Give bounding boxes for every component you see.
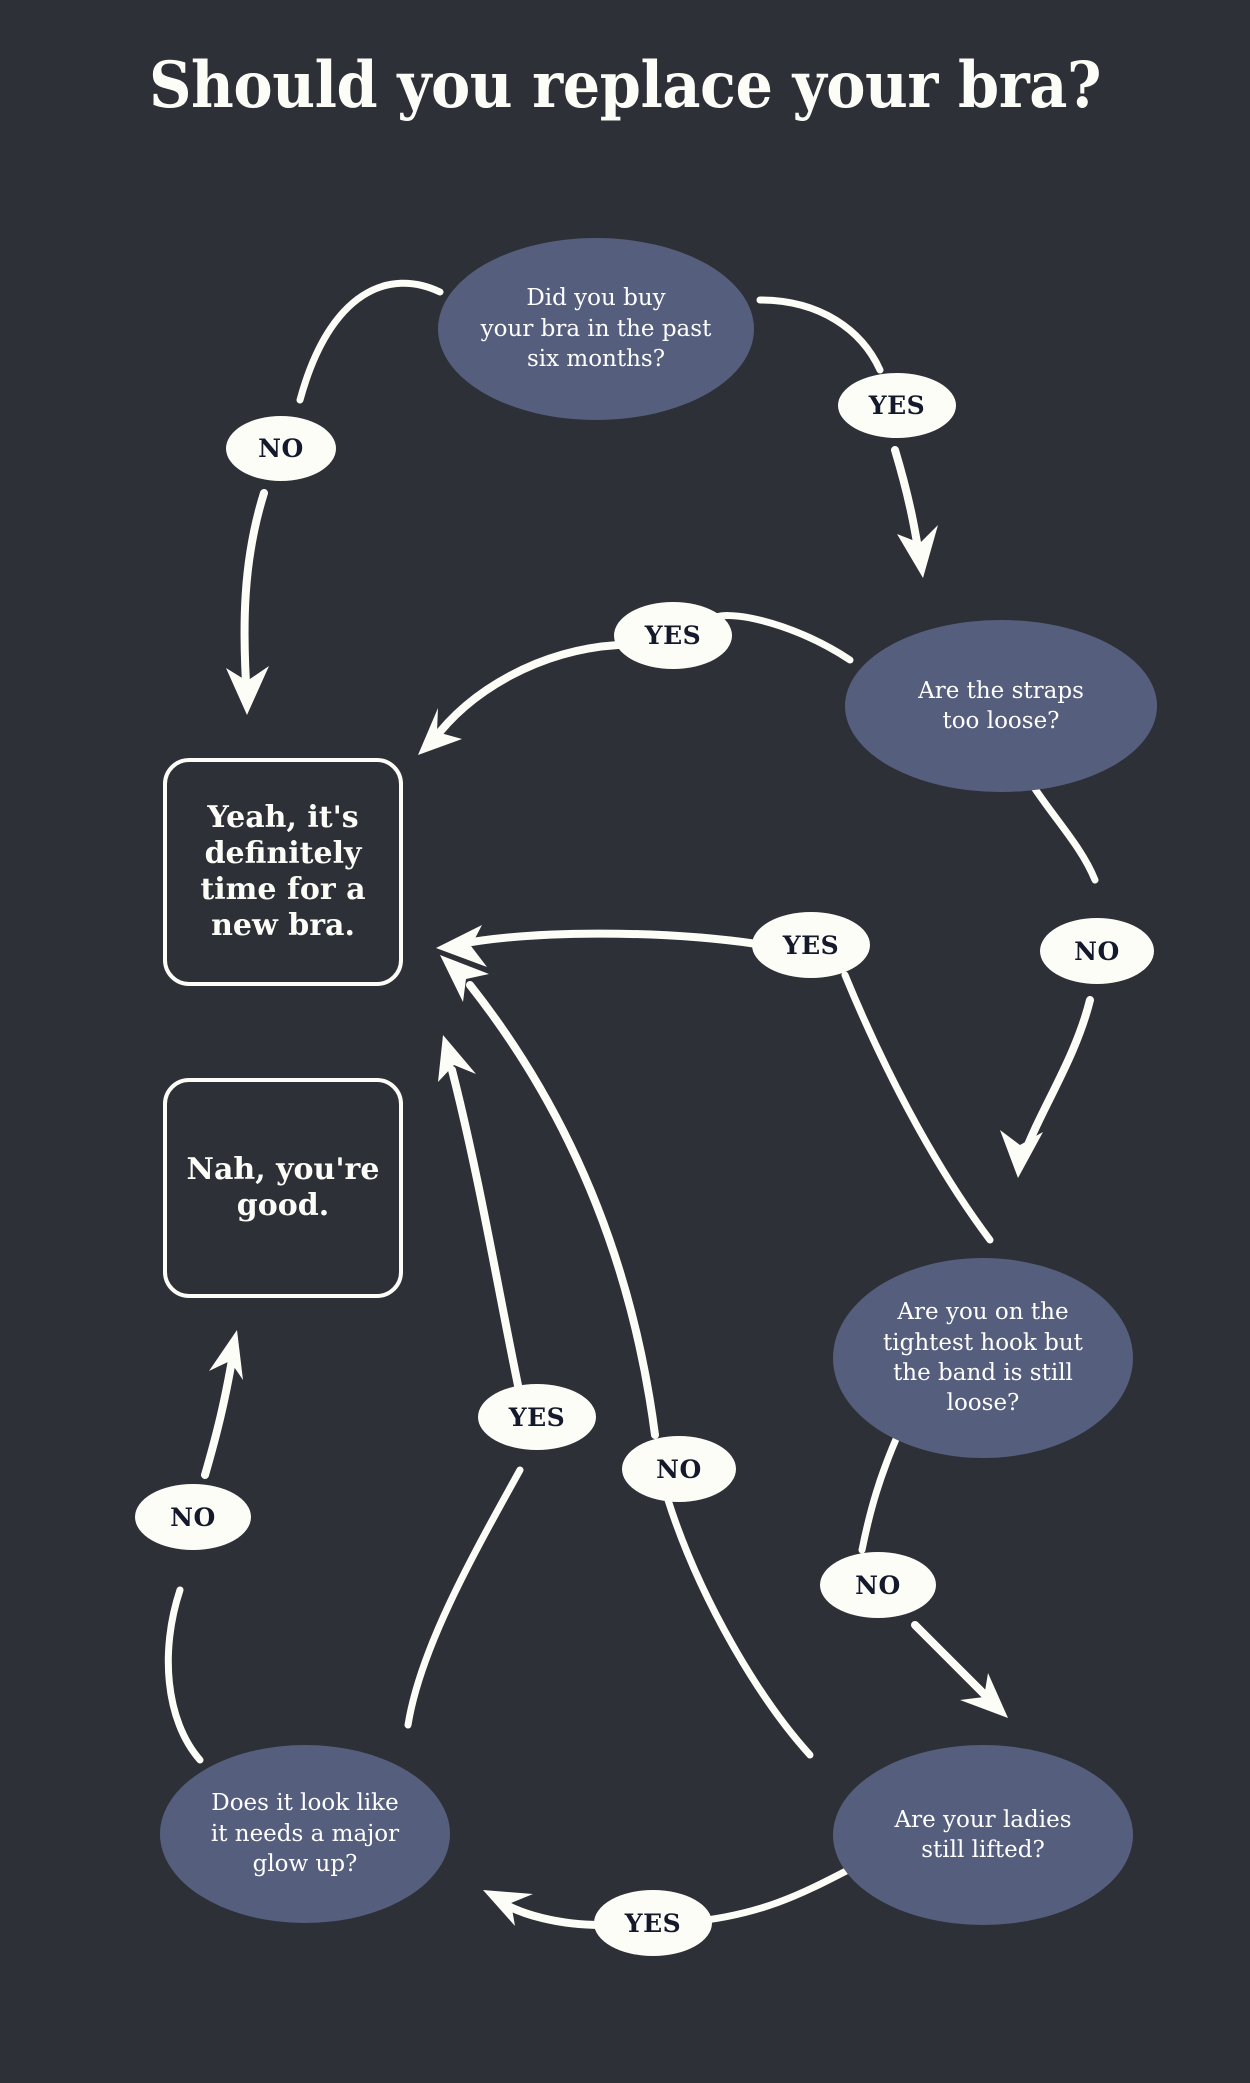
r1-line4: a new bra. — [211, 872, 366, 943]
page-title: Should you replace your bra? — [149, 48, 1101, 123]
edge-q3-yes — [841, 971, 994, 1244]
q3-line4: loose? — [946, 1390, 1020, 1417]
q1-line3: six months? — [526, 346, 666, 373]
edge-q4-yes-bottom — [686, 1865, 854, 1926]
question-node-q3[interactable]: Are you on the tightest hook but the ban… — [833, 1258, 1133, 1458]
edge-label-q4-yes-text: YES — [624, 1908, 682, 1938]
q5-line1: Does it look like — [211, 1790, 399, 1817]
edge-no-to-q4 — [911, 1621, 999, 1709]
r1-line1: Yeah, it's — [207, 800, 359, 835]
edge-label-q4-no[interactable]: NO — [622, 1436, 736, 1502]
edge-q1-no-upper — [296, 279, 444, 404]
r2-line3: good. — [236, 1188, 330, 1223]
edge-q3-no-down — [858, 1426, 904, 1554]
edge-label-q5-yes-text: YES — [508, 1402, 566, 1432]
edge-no-to-q3 — [1018, 996, 1094, 1164]
edge-label-q3-no-text: NO — [855, 1570, 901, 1600]
q2-line2: too loose? — [942, 708, 1060, 734]
edge-q4-no-up — [664, 1496, 814, 1759]
edge-label-q2-yes-text: YES — [644, 621, 702, 650]
arrowhead-result1-right — [436, 925, 487, 967]
edge-q1-yes-upper — [756, 296, 884, 374]
arrowhead-to-q3 — [1000, 1130, 1043, 1178]
edge-yes-to-result1-right — [451, 929, 761, 949]
q1-line2: your bra in the past — [480, 315, 712, 342]
question-node-q2[interactable]: Are the straps too loose? — [845, 620, 1157, 792]
edge-no-to-result1-curve — [466, 981, 659, 1439]
arrowhead-to-result1 — [226, 666, 269, 715]
arrowhead-result1-mid — [438, 1035, 476, 1082]
edge-label-q2-no-text: NO — [1074, 936, 1120, 966]
result-box-keep[interactable]: Nah, you're good. — [163, 1078, 403, 1298]
edge-label-q5-no[interactable]: NO — [135, 1484, 251, 1550]
question-node-q1[interactable]: Did you buy your bra in the past six mon… — [438, 238, 754, 420]
q4-line1: Are your ladies — [894, 1806, 1072, 1833]
edge-no-to-result2 — [201, 1356, 236, 1479]
q1-line1: Did you buy — [526, 285, 666, 312]
edge-label-q3-yes[interactable]: YES — [752, 912, 870, 978]
edge-label-q2-yes[interactable]: YES — [614, 602, 732, 669]
edge-label-q3-no[interactable]: NO — [820, 1552, 936, 1618]
edge-no-to-result1 — [240, 489, 268, 704]
question-node-q5[interactable]: Does it look like it needs a major glow … — [160, 1745, 450, 1923]
q3-line2: tightest hook but — [883, 1329, 1083, 1356]
r1-line3: time for — [200, 872, 336, 907]
edge-label-q2-no[interactable]: NO — [1040, 918, 1154, 984]
result-box-replace[interactable]: Yeah, it's definitely time for a new bra… — [163, 758, 403, 986]
edge-q5-yes-up — [404, 1466, 524, 1729]
arrowhead-to-q4 — [960, 1673, 1008, 1718]
arrowhead-result1-curve — [440, 955, 489, 1002]
edge-label-q3-yes-text: YES — [782, 930, 840, 960]
arrowhead-to-q2 — [897, 525, 938, 578]
q3-line3: the band is still — [893, 1360, 1073, 1386]
q5-line2: it needs a major — [210, 1820, 400, 1847]
edge-label-q1-yes[interactable]: YES — [838, 373, 956, 438]
edge-yes-to-result1-mid — [448, 1066, 524, 1399]
edge-q5-no-left — [164, 1586, 204, 1764]
q5-line3: glow up? — [252, 1851, 358, 1878]
q2-line1: Are the straps — [918, 677, 1084, 704]
r2-line2: you're — [276, 1152, 380, 1187]
edge-label-q4-no-text: NO — [656, 1454, 702, 1484]
edge-q2-yes-left — [708, 612, 854, 664]
r2-line1: Nah, — [186, 1152, 266, 1187]
arrowhead-to-q5 — [483, 1890, 533, 1926]
edge-label-q1-no-text: NO — [258, 434, 304, 463]
edge-yes-to-result1-upper — [428, 641, 622, 746]
arrowhead-result2 — [209, 1330, 243, 1380]
q4-line2: still lifted? — [921, 1837, 1045, 1863]
edge-label-q1-yes-text: YES — [868, 391, 926, 420]
arrowhead-result1-upper — [418, 708, 462, 755]
edge-label-q5-no-text: NO — [170, 1502, 216, 1532]
r1-line2: definitely — [204, 836, 362, 871]
question-node-q4[interactable]: Are your ladies still lifted? — [833, 1745, 1133, 1925]
q3-line1: Are you on the — [897, 1299, 1069, 1326]
edge-label-q1-no[interactable]: NO — [226, 416, 336, 481]
edge-label-q4-yes[interactable]: YES — [594, 1890, 712, 1956]
edge-label-q5-yes[interactable]: YES — [478, 1384, 596, 1450]
